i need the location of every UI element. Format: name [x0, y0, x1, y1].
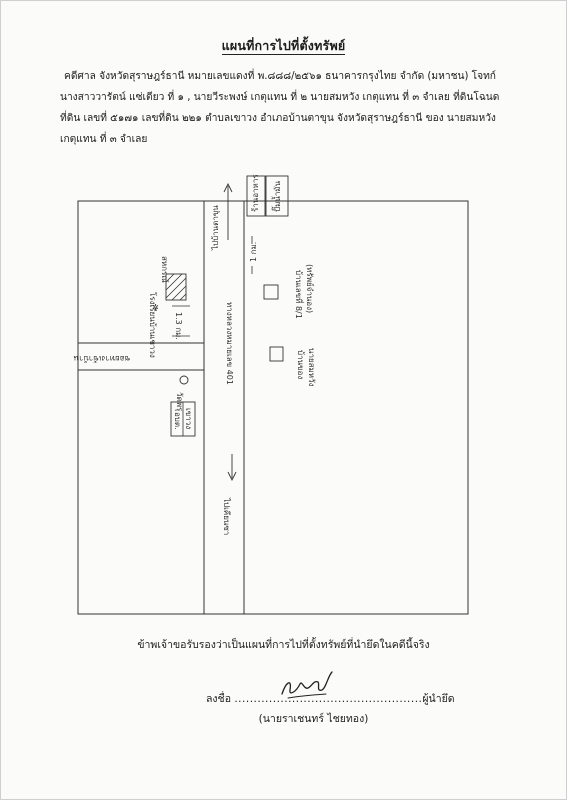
sign-prefix: ลงชื่อ — [206, 693, 231, 705]
arrow-up-head — [223, 182, 233, 193]
paragraph-line-3: ที่ดิน เลขที่ ๕๑๗๑ เลขที่ดิน ๒๒๑ ตำบลเขา… — [60, 113, 496, 124]
house-2-label: บ้านของ — [296, 350, 305, 379]
document-title: แผนที่การไปที่ตั้งทรัพย์ — [0, 36, 567, 56]
distance-top-label: 1 กม. — [249, 242, 258, 262]
to-bottom-label: ไปเคียนซา — [222, 497, 231, 535]
top-box-2 — [265, 175, 289, 217]
office-box-sub: เขาวง — [184, 408, 193, 429]
house-1-label: บ้านเลขที่ 8/1 — [294, 270, 305, 319]
house-1-sub: (ทรัพย์จำนอง) — [305, 264, 315, 313]
paragraph-line-4: เกตุแทน ที่ ๓ จำเลย — [60, 134, 148, 145]
road-label: ทางหลวงหมายเลข 401 — [225, 302, 234, 385]
top-box-1 — [246, 175, 266, 217]
house-1-square — [263, 284, 279, 300]
hatch-lines — [165, 273, 187, 301]
paragraph-line-1: คดีศาล จังหวัดสุราษฎร์ธานี หมายเลขแดงที่… — [64, 71, 496, 82]
top-box-1-label: ร้านอาหาร — [251, 174, 260, 212]
arrow-down-head — [227, 471, 237, 482]
case-description: คดีศาล จังหวัดสุราษฎร์ธานี หมายเลขแดงที่… — [60, 66, 530, 150]
top-box-2-label: ปั๊มน้ำมัน — [271, 180, 282, 212]
sign-dots-right: ...................................... — [276, 693, 423, 705]
left-junction-label: ซอยทางเข้าบ้าน — [73, 354, 130, 363]
temple-marker — [179, 375, 189, 385]
hatched-plot — [165, 273, 187, 301]
title-text: แผนที่การไปที่ตั้งทรัพย์ — [221, 38, 346, 55]
house-2-square — [269, 346, 284, 362]
sign-suffix: ผู้นำยึด — [422, 693, 455, 705]
house-2-sub: นายสมหวัง — [307, 348, 316, 387]
school-label: โรงเรียนบ้านเขาวง — [148, 292, 158, 358]
tree-icon: ✲ — [152, 303, 159, 312]
office-box-label: อบต. — [173, 412, 182, 430]
to-top-label: ไปบ้านตาขุน — [211, 205, 220, 251]
paragraph-line-2: นางสาววารัตน์ แซ่เตียว ที่ ๑ , นายวีระพง… — [60, 92, 500, 103]
map-frame — [77, 200, 469, 615]
signer-name: (นายราเชนทร์ ไชยทอง) — [258, 713, 369, 725]
distance-left-label: 1.3 กม. — [174, 312, 183, 340]
signature-line: ลงชื่อ .................................… — [206, 690, 455, 707]
handwritten-signature — [281, 671, 333, 699]
certification-statement: ข้าพเจ้าขอรับรองว่าเป็นแผนที่การไปที่ตั้… — [137, 639, 430, 651]
school-sub: สหกรณ์ — [160, 256, 170, 283]
sign-dots-left: ........... — [234, 693, 277, 705]
